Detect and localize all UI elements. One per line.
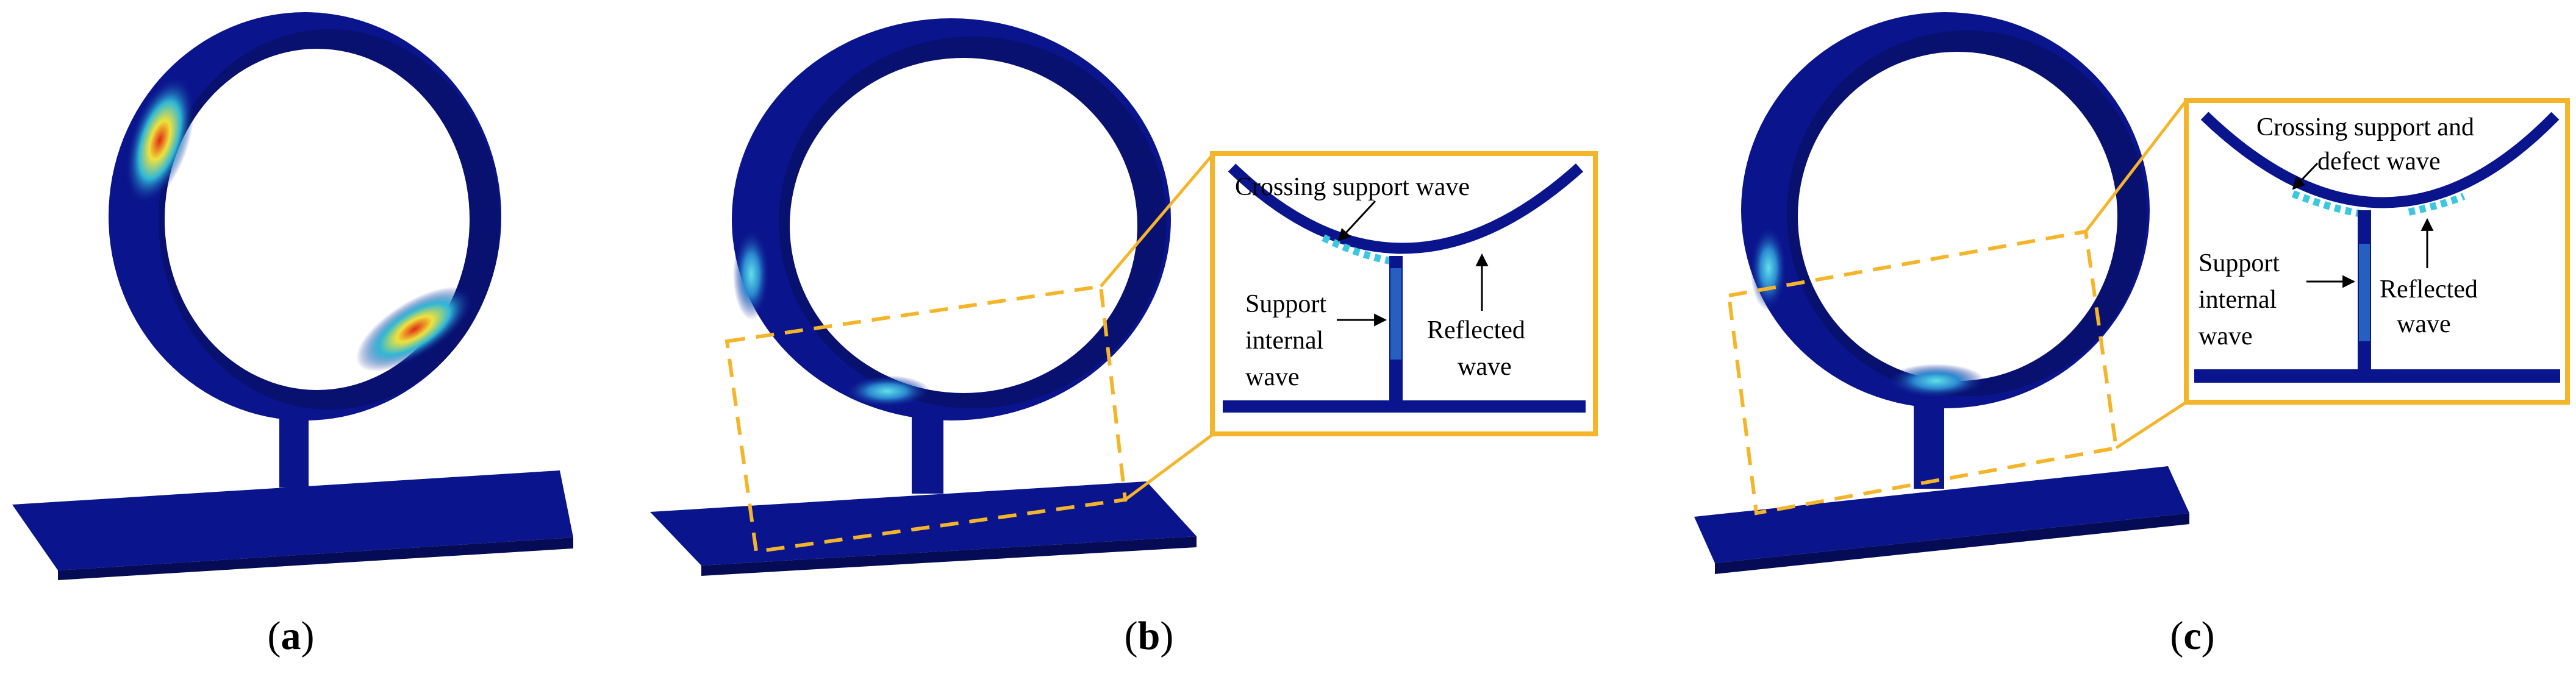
panel-c-inset-reflected-label-line1: Reflected — [2380, 275, 2478, 303]
panel-c-zoom-region-box — [1726, 229, 2119, 516]
panel-c-inset-support-label-line2: internal — [2199, 286, 2277, 314]
panel-c-label: (c) — [2170, 614, 2214, 658]
panel-b-inset-support-label-line1: Support — [1245, 290, 1326, 318]
panel-c-inset-crossing-arrow — [2292, 162, 2319, 190]
panel-b-inset-support-label-line2: internal — [1245, 327, 1323, 355]
panel-b-label: (b) — [1125, 614, 1174, 658]
panel-a-wave-hotspot-lower — [356, 286, 474, 372]
panel-b-inset-crossing-label: Crossing support wave — [1235, 173, 1470, 201]
panel-b-inset-reflected-label-line2: wave — [1458, 353, 1512, 381]
panel-a-wave-hotspot-upper — [125, 76, 195, 205]
panel-c-ring-hole — [1798, 52, 2117, 381]
panel-b-inset-reflected-label-line1: Reflected — [1427, 316, 1525, 344]
panel-c-inset-stem-wave-highlight — [2359, 244, 2370, 341]
panel-c-model — [1694, 12, 2189, 574]
panel-a-ring-hole — [165, 49, 470, 390]
panel-b-inset-support-label-line3: wave — [1245, 363, 1300, 391]
panel-a-base-plate-top — [12, 470, 573, 570]
panel-c-inset-support-label-line3: wave — [2199, 322, 2253, 350]
panel-b-model — [650, 18, 1215, 576]
panel-a-label: (a) — [268, 614, 315, 658]
panel-c-inset: Crossing support and defect wave Support… — [2184, 98, 2570, 405]
panel-c-wave-spot-left — [1750, 225, 1787, 311]
panel-c-inset-ring-arc — [2200, 112, 2560, 208]
panel-c-base-plate-top — [1694, 466, 2189, 563]
panel-c-inset-support-label-line1: Support — [2199, 249, 2280, 277]
panel-c-inset-reflected-label-line2: wave — [2397, 310, 2451, 338]
panel-a-base-plate-side — [58, 537, 573, 580]
panel-b-zoom-connector-top — [1100, 152, 1215, 288]
panel-c-inset-crossing-label-line1: Crossing support and — [2256, 113, 2474, 141]
panel-c-base-plate-side — [1715, 513, 2189, 574]
panel-b-wave-spot-bottom — [845, 375, 930, 407]
panel-c-inset-crossing-label-line2: defect wave — [2317, 147, 2441, 176]
panel-a-model — [12, 12, 573, 580]
panel-b-inset: Crossing support wave Support internal w… — [1210, 151, 1598, 436]
panel-c-inset-reflected-wave-highlight — [2408, 193, 2466, 216]
panel-b-base-plate-top — [650, 481, 1197, 566]
panel-c-zoom-connector-bottom — [2115, 400, 2188, 450]
panel-b-inset-ring-arc — [1228, 163, 1584, 254]
panel-c-inset-base-bar — [2194, 369, 2560, 383]
panel-b-base-plate-side — [701, 536, 1197, 576]
panel-b-inset-crossing-wave-highlight — [1322, 234, 1397, 266]
panel-c-wave-spot-bottom — [1887, 364, 1985, 398]
panel-b-inset-crossing-arrow — [1337, 200, 1376, 242]
panel-b-zoom-connector-bottom — [1124, 432, 1215, 502]
panel-b-wave-spot-left — [733, 229, 770, 320]
panel-b-inset-stem-wave-highlight — [1390, 268, 1401, 360]
panel-b-inset-base-bar — [1223, 400, 1586, 413]
panel-c-zoom-connector-top — [2084, 99, 2188, 233]
panel-b-ring-hole — [790, 58, 1137, 393]
